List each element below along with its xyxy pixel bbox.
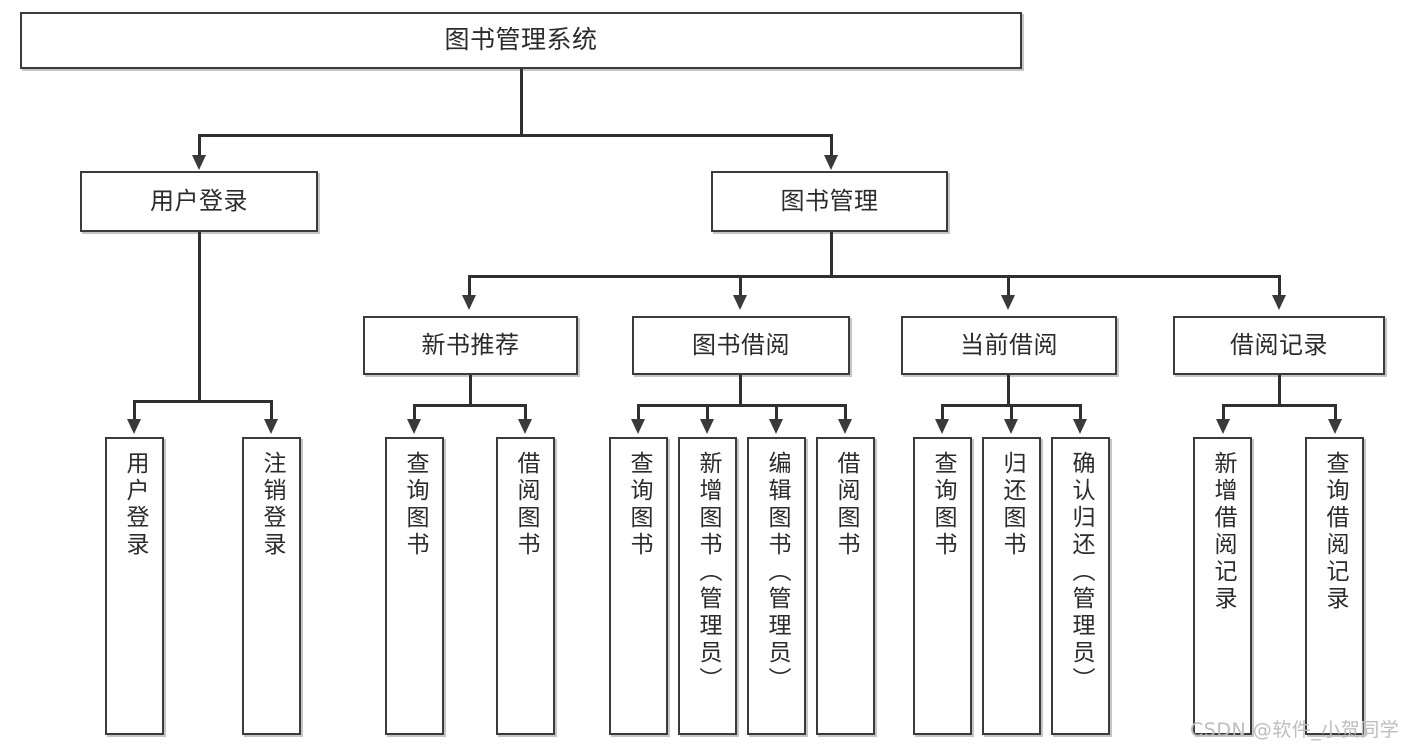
arrow-nbr-leaf-0 xyxy=(407,419,421,434)
node-label: 新增图书（管理员） xyxy=(695,451,721,694)
connector-current-borrow-stem xyxy=(1007,375,1010,406)
node-label: 编辑图书（管理员） xyxy=(764,451,790,694)
connector-to-new-book-recommend xyxy=(468,275,471,297)
connector-bb-leaf-1 xyxy=(706,404,709,421)
arrow-to-book-borrow xyxy=(733,295,747,310)
node-label: 借阅记录 xyxy=(1230,330,1328,359)
connector-user-login-bus xyxy=(133,400,272,403)
leaf-cb-confirm-return-admin[interactable]: 确认归还（管理员） xyxy=(1051,437,1110,735)
node-label: 用户登录 xyxy=(122,451,148,559)
node-root-book-management-system[interactable]: 图书管理系统 xyxy=(20,12,1022,69)
node-label: 查询图书 xyxy=(930,451,956,559)
arrow-br-leaf-1 xyxy=(1328,419,1342,434)
leaf-cb-query-book[interactable]: 查询图书 xyxy=(913,437,972,735)
node-current-borrow[interactable]: 当前借阅 xyxy=(901,316,1117,375)
connector-nbr-leaf-0 xyxy=(413,404,416,421)
node-label: 查询借阅记录 xyxy=(1322,451,1348,613)
node-label: 当前借阅 xyxy=(960,330,1058,359)
connector-root-bus xyxy=(198,134,832,137)
arrow-bb-leaf-2 xyxy=(769,419,783,434)
arrow-cb-leaf-1 xyxy=(1004,419,1018,434)
node-user-login[interactable]: 用户登录 xyxy=(80,171,318,232)
leaf-bb-query-book[interactable]: 查询图书 xyxy=(609,437,668,735)
connector-to-book-borrow xyxy=(739,275,742,297)
node-new-book-recommend[interactable]: 新书推荐 xyxy=(363,316,578,375)
connector-bb-leaf-2 xyxy=(775,404,778,421)
arrow-user-login-to-leaf-0 xyxy=(127,419,141,434)
node-borrow-record[interactable]: 借阅记录 xyxy=(1173,316,1385,375)
connector-to-borrow-record xyxy=(1278,275,1281,297)
arrow-to-borrow-record xyxy=(1272,295,1286,310)
connector-book-management-stem xyxy=(830,232,833,277)
connector-root-to-book-management xyxy=(830,134,833,157)
node-label: 注销登录 xyxy=(259,451,285,559)
node-label: 新增借阅记录 xyxy=(1210,451,1236,613)
connector-br-leaf-1 xyxy=(1334,404,1337,421)
leaf-bb-add-book-admin[interactable]: 新增图书（管理员） xyxy=(678,437,737,735)
connector-nbr-leaf-1 xyxy=(524,404,527,421)
connector-cb-leaf-0 xyxy=(941,404,944,421)
node-label: 新书推荐 xyxy=(421,330,520,359)
node-label: 图书借阅 xyxy=(692,330,790,359)
leaf-bb-borrow-book[interactable]: 借阅图书 xyxy=(816,437,875,735)
leaf-nbr-query-book[interactable]: 查询图书 xyxy=(385,437,444,735)
arrow-br-leaf-0 xyxy=(1216,419,1230,434)
leaf-user-login[interactable]: 用户登录 xyxy=(105,437,164,735)
leaf-bb-edit-book-admin[interactable]: 编辑图书（管理员） xyxy=(747,437,806,735)
connector-book-borrow-bus xyxy=(637,404,845,407)
connector-cb-leaf-2 xyxy=(1079,404,1082,421)
connector-borrow-record-stem xyxy=(1278,375,1281,406)
connector-bb-leaf-0 xyxy=(637,404,640,421)
node-label: 图书管理 xyxy=(780,186,879,215)
connector-br-leaf-0 xyxy=(1222,404,1225,421)
connector-level3-bus xyxy=(468,275,1280,278)
arrow-root-to-user-login xyxy=(192,155,206,170)
leaf-br-add-record[interactable]: 新增借阅记录 xyxy=(1193,437,1252,735)
connector-book-borrow-stem xyxy=(739,375,742,406)
connector-user-login-stem xyxy=(198,232,201,402)
connector-user-login-to-leaf-1 xyxy=(270,400,273,421)
node-label: 归还图书 xyxy=(999,451,1025,559)
node-label: 确认归还（管理员） xyxy=(1068,451,1094,694)
arrow-bb-leaf-1 xyxy=(700,419,714,434)
connector-new-book-recommend-stem xyxy=(469,375,472,406)
node-label: 借阅图书 xyxy=(513,451,539,559)
arrow-nbr-leaf-1 xyxy=(518,419,532,434)
leaf-cb-return-book[interactable]: 归还图书 xyxy=(982,437,1041,735)
node-label: 用户登录 xyxy=(150,186,248,215)
connector-to-current-borrow xyxy=(1007,275,1010,297)
arrow-root-to-book-management xyxy=(824,155,838,170)
leaf-logout[interactable]: 注销登录 xyxy=(242,437,301,735)
connector-bb-leaf-3 xyxy=(844,404,847,421)
leaf-br-query-record[interactable]: 查询借阅记录 xyxy=(1305,437,1364,735)
connector-root-to-user-login xyxy=(198,134,201,157)
connector-root-stem xyxy=(520,69,523,135)
node-book-borrow[interactable]: 图书借阅 xyxy=(632,316,850,375)
connector-borrow-record-bus xyxy=(1222,404,1336,407)
node-book-management[interactable]: 图书管理 xyxy=(711,171,948,232)
arrow-bb-leaf-0 xyxy=(631,419,645,434)
connector-cb-leaf-1 xyxy=(1010,404,1013,421)
connector-new-book-recommend-bus xyxy=(413,404,526,407)
node-label: 查询图书 xyxy=(626,451,652,559)
connector-user-login-to-leaf-0 xyxy=(133,400,136,421)
arrow-to-current-borrow xyxy=(1001,295,1015,310)
arrow-bb-leaf-3 xyxy=(838,419,852,434)
node-label: 查询图书 xyxy=(402,451,428,559)
leaf-nbr-borrow-book[interactable]: 借阅图书 xyxy=(496,437,555,735)
arrow-to-new-book-recommend xyxy=(462,295,476,310)
node-label: 借阅图书 xyxy=(833,451,859,559)
arrow-cb-leaf-0 xyxy=(935,419,949,434)
arrow-cb-leaf-2 xyxy=(1073,419,1087,434)
arrow-user-login-to-leaf-1 xyxy=(264,419,278,434)
node-label: 图书管理系统 xyxy=(444,25,598,55)
